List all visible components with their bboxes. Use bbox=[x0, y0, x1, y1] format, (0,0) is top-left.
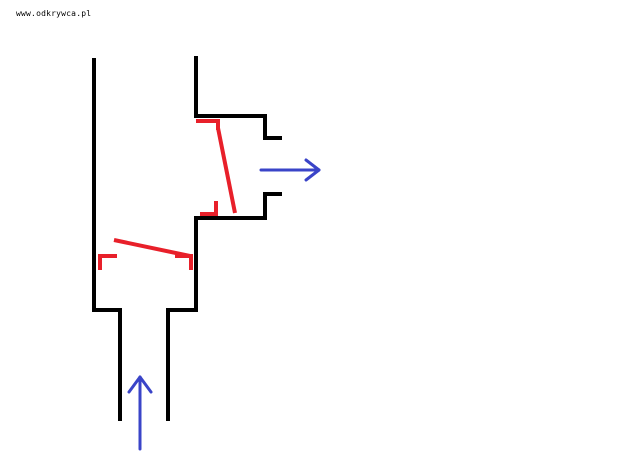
pipe-walls bbox=[92, 56, 282, 421]
lower-right-wall bbox=[166, 192, 282, 421]
outlet-flow-arrow bbox=[259, 158, 321, 182]
lower-check-valve bbox=[98, 238, 193, 270]
upper-valve-top-seat bbox=[196, 119, 220, 130]
upper-right-wall bbox=[194, 56, 282, 140]
left-wall bbox=[92, 58, 122, 421]
upper-check-valve bbox=[196, 119, 237, 216]
flow-arrows bbox=[127, 158, 321, 451]
lower-valve-flap bbox=[113, 238, 191, 258]
lower-valve-left-seat bbox=[98, 254, 117, 270]
upper-valve-bottom-seat bbox=[200, 201, 218, 216]
lower-valve-right-seat bbox=[175, 254, 193, 270]
upper-valve-flap bbox=[216, 127, 237, 214]
inlet-flow-arrow bbox=[127, 375, 153, 451]
site-url-watermark: www.odkrywca.pl bbox=[16, 9, 92, 18]
